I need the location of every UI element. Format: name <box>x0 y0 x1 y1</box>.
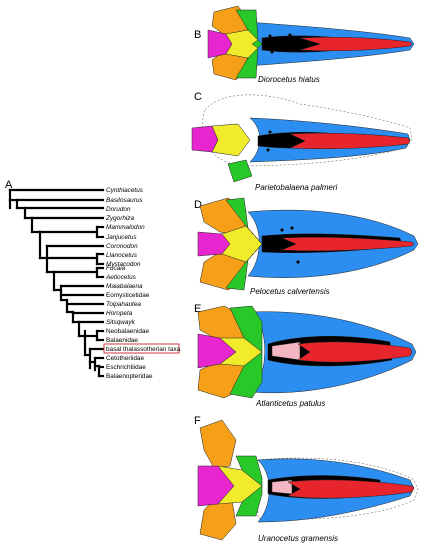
skull-f <box>197 419 419 541</box>
taxon-label: Balaenidae <box>106 337 138 344</box>
skull-panel-d: D Pelocetus calvertensis <box>194 197 419 296</box>
panel-letter: B <box>194 29 201 41</box>
taxon-label: Eschrichtiidae <box>106 364 146 371</box>
panel-letter: E <box>194 303 201 315</box>
taxon-label: Maiabalaena <box>106 283 143 290</box>
taxon-label: Mammalodon <box>106 224 145 231</box>
highlight-box <box>103 343 180 354</box>
taxon-label: Aetiocetus <box>105 274 137 281</box>
taxon-label: Llanocetus <box>106 252 138 259</box>
cladogram <box>8 188 105 378</box>
taxon-label: Basilosaurus <box>106 197 143 204</box>
taxon-label: Horopeta <box>106 310 133 317</box>
phylogeny-panel: A <box>5 179 181 380</box>
taxon-label: Cynthiacetus <box>106 187 144 194</box>
taxon-label-highlighted: basal thalassotherian taxa <box>106 346 181 353</box>
taxon-label: Cetotheriidae <box>106 355 144 362</box>
taxon-label: Eomysticetidae <box>106 292 150 299</box>
taxon-label: Balaenopteridae <box>106 373 153 380</box>
panel-letter: F <box>194 415 201 427</box>
taxon-label: Zygorhiza <box>105 215 135 222</box>
panel-letter-a: A <box>5 179 13 191</box>
taxon-labels: Cynthiacetus Basilosaurus Dorudon Zygorh… <box>103 187 181 380</box>
species-name: Parietobalaena palmeri <box>255 183 337 192</box>
taxon-label: Fucaia <box>106 265 126 272</box>
panel-letter: C <box>194 91 202 103</box>
taxon-label: Coronodon <box>106 243 138 250</box>
panel-letter: D <box>194 199 202 211</box>
skull-e <box>197 305 417 399</box>
skull-c <box>191 94 413 183</box>
taxon-label: Sitsqwayk <box>106 319 136 326</box>
taxon-label: Janjucetus <box>105 234 137 241</box>
skull-d <box>197 197 419 291</box>
skull-panel-e: E Atlanticetus patulus <box>194 303 417 408</box>
skull-panel-b: B Diorocetus hiatus <box>194 5 415 84</box>
species-name: Pelocetus calvertensis <box>250 287 330 296</box>
taxon-label: Neobalaenidae <box>106 328 149 335</box>
species-name: Atlanticetus patulus <box>255 399 325 408</box>
species-name: Diorocetus hiatus <box>258 75 320 84</box>
taxon-label: Dorudon <box>106 206 131 213</box>
skull-panel-f: F Uranocetus gramensis <box>194 415 419 543</box>
skull-b <box>207 5 415 81</box>
skull-panel-c: C Parietobalaena palmeri <box>191 91 413 192</box>
species-name: Uranocetus gramensis <box>258 534 338 543</box>
taxon-label: Toipahautea <box>106 301 141 308</box>
taxon-label: Mystacodon <box>106 261 141 268</box>
